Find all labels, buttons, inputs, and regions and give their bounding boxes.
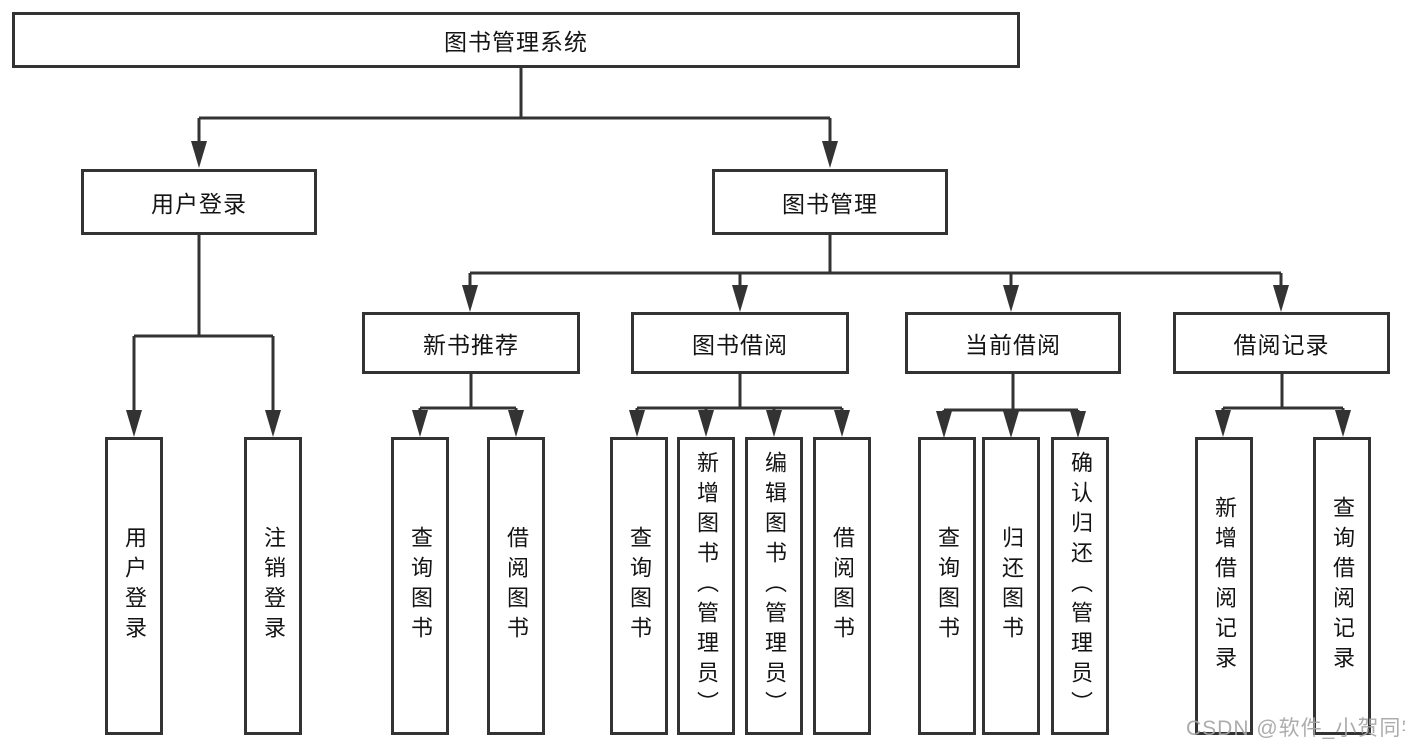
arrow-down-icon [732,285,748,312]
leaf-label: 查询图书 [408,526,433,646]
leaf-logout: 注销登录 [244,437,302,735]
leaf-query-borrow-record: 查询借阅记录 [1313,437,1371,735]
leaf-query-books-recommend: 查询图书 [391,437,449,735]
leaf-add-borrow-record: 新增借阅记录 [1195,437,1253,735]
arrow-down-icon [1070,411,1086,438]
arrow-down-icon [822,141,838,168]
leaf-borrow-books-borrow: 借阅图书 [813,437,871,735]
leaf-label: 查询图书 [627,526,652,646]
arrow-down-icon [1215,410,1231,437]
leaf-user-login: 用户登录 [105,437,163,735]
arrowheads [126,141,1351,438]
node-label: 用户登录 [151,191,247,217]
arrow-down-icon [191,141,207,168]
arrow-down-icon [629,410,645,437]
arrow-down-icon [462,285,478,312]
arrow-down-icon [766,410,782,437]
node-new-book-recommend: 新书推荐 [362,312,580,374]
arrow-down-icon [1335,410,1351,437]
leaf-label: 确认归还（管理员） [1068,451,1093,721]
node-label: 借阅记录 [1233,332,1330,358]
arrow-down-icon [698,410,714,437]
node-library-management-system: 图书管理系统 [12,12,1020,68]
leaf-query-books-borrow: 查询图书 [610,437,668,735]
node-book-borrow: 图书借阅 [631,312,849,374]
arrow-down-icon [412,410,428,437]
node-label: 新书推荐 [423,332,519,358]
arrow-down-icon [936,411,952,438]
arrow-down-icon [126,410,142,437]
leaf-label: 查询图书 [935,526,960,646]
leaf-label: 新增图书（管理员） [694,451,719,721]
arrow-down-icon [1003,411,1019,438]
leaf-label: 注销登录 [261,526,286,646]
node-label: 图书管理系统 [444,29,588,55]
arrow-down-icon [508,410,524,437]
arrow-down-icon [834,410,850,437]
leaf-borrow-books-recommend: 借阅图书 [487,437,545,735]
node-user-login: 用户登录 [81,169,317,235]
node-label: 图书管理 [782,191,878,217]
leaf-label: 编辑图书（管理员） [762,451,787,721]
arrow-down-icon [265,410,281,437]
node-current-borrow: 当前借阅 [905,312,1121,374]
leaf-confirm-return-admin: 确认归还（管理员） [1051,437,1109,735]
csdn-watermark: CSDN @软件_小贺同学 [1186,717,1405,740]
leaf-return-books: 归还图书 [982,437,1040,735]
leaf-label: 借阅图书 [830,526,855,646]
leaf-add-book-admin: 新增图书（管理员） [677,437,735,735]
leaf-label: 查询借阅记录 [1330,496,1355,676]
arrow-down-icon [1273,285,1289,312]
node-book-management: 图书管理 [712,169,948,235]
arrow-down-icon [1003,285,1019,312]
leaf-label: 新增借阅记录 [1212,496,1237,676]
node-label: 图书借阅 [692,332,788,358]
leaf-label: 归还图书 [999,526,1024,646]
leaf-label: 借阅图书 [504,526,529,646]
leaf-label: 用户登录 [122,526,147,646]
node-borrow-records: 借阅记录 [1173,312,1390,374]
leaf-query-books-current: 查询图书 [918,437,976,735]
leaf-edit-book-admin: 编辑图书（管理员） [745,437,803,735]
node-label: 当前借阅 [965,332,1061,358]
